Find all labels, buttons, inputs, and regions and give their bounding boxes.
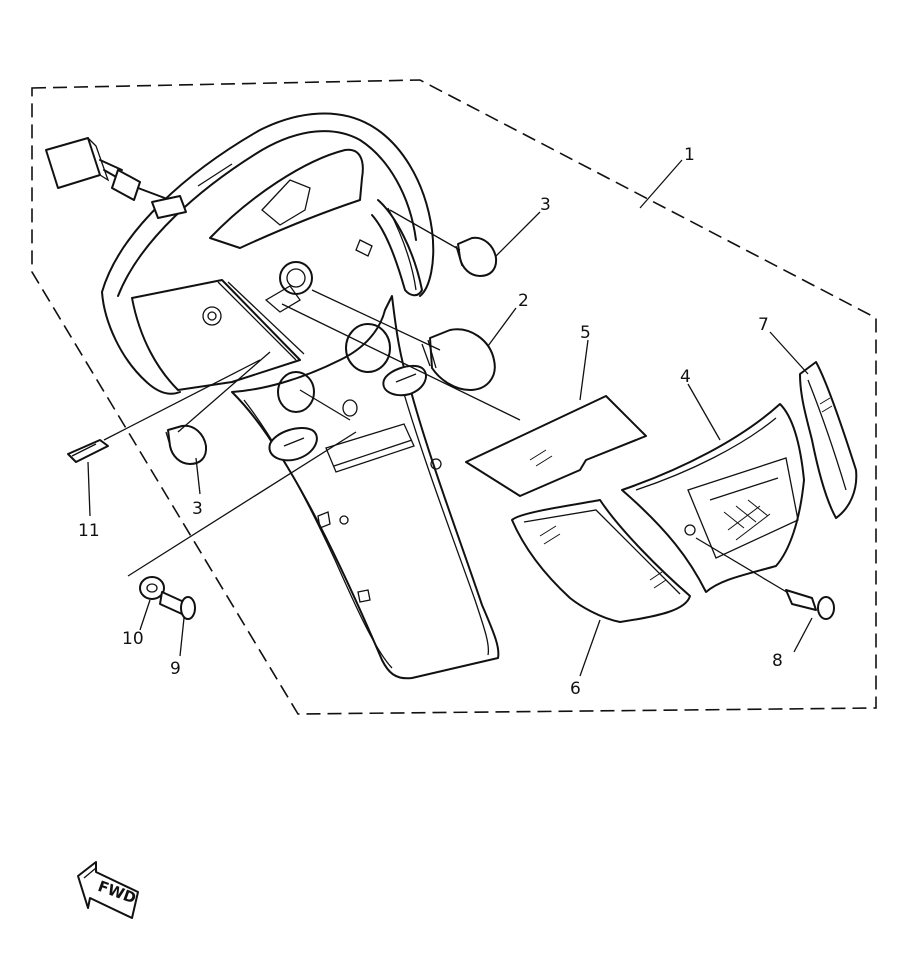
side-reflector	[511, 499, 691, 623]
bolt	[159, 591, 196, 620]
callout-7: 7	[758, 315, 769, 335]
tail-lens	[621, 403, 805, 593]
wire-connector	[45, 137, 187, 219]
callout-10: 10	[122, 629, 144, 649]
callout-11: 11	[78, 521, 100, 541]
callout-3-upper: 3	[540, 195, 551, 215]
assembly-boundary	[31, 79, 877, 715]
callout-5: 5	[580, 323, 591, 343]
callout-8: 8	[772, 651, 783, 671]
license-plate-bracket	[231, 295, 500, 680]
bulb-small-upper	[455, 236, 498, 277]
callout-9: 9	[170, 659, 181, 679]
screw	[695, 537, 835, 620]
callout-4: 4	[680, 367, 691, 387]
tail-light-housing	[45, 112, 435, 395]
fwd-arrow-icon: FWD	[77, 861, 139, 919]
washer	[139, 576, 165, 600]
callout-1: 1	[684, 145, 695, 165]
callout-2: 2	[518, 291, 529, 311]
bulb-main	[421, 328, 496, 391]
part-11-bracket	[67, 439, 109, 463]
gasket	[465, 395, 647, 497]
callout-3-lower: 3	[192, 499, 203, 519]
side-strip	[799, 361, 858, 519]
callout-6: 6	[570, 679, 581, 699]
bulb-small-lower	[165, 424, 208, 465]
